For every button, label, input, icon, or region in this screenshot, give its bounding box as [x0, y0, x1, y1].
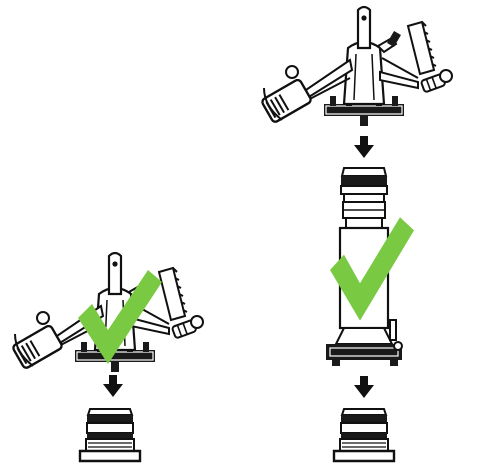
left-down-arrow-icon	[103, 375, 123, 397]
right-sprinkler-head	[259, 5, 454, 128]
right-bottom-down-arrow-icon	[354, 376, 374, 398]
right-top-down-arrow-icon	[354, 136, 374, 158]
left-assembly	[10, 251, 205, 463]
right-assembly	[259, 5, 454, 463]
right-base-flange	[332, 407, 396, 463]
left-base-flange	[78, 407, 142, 463]
